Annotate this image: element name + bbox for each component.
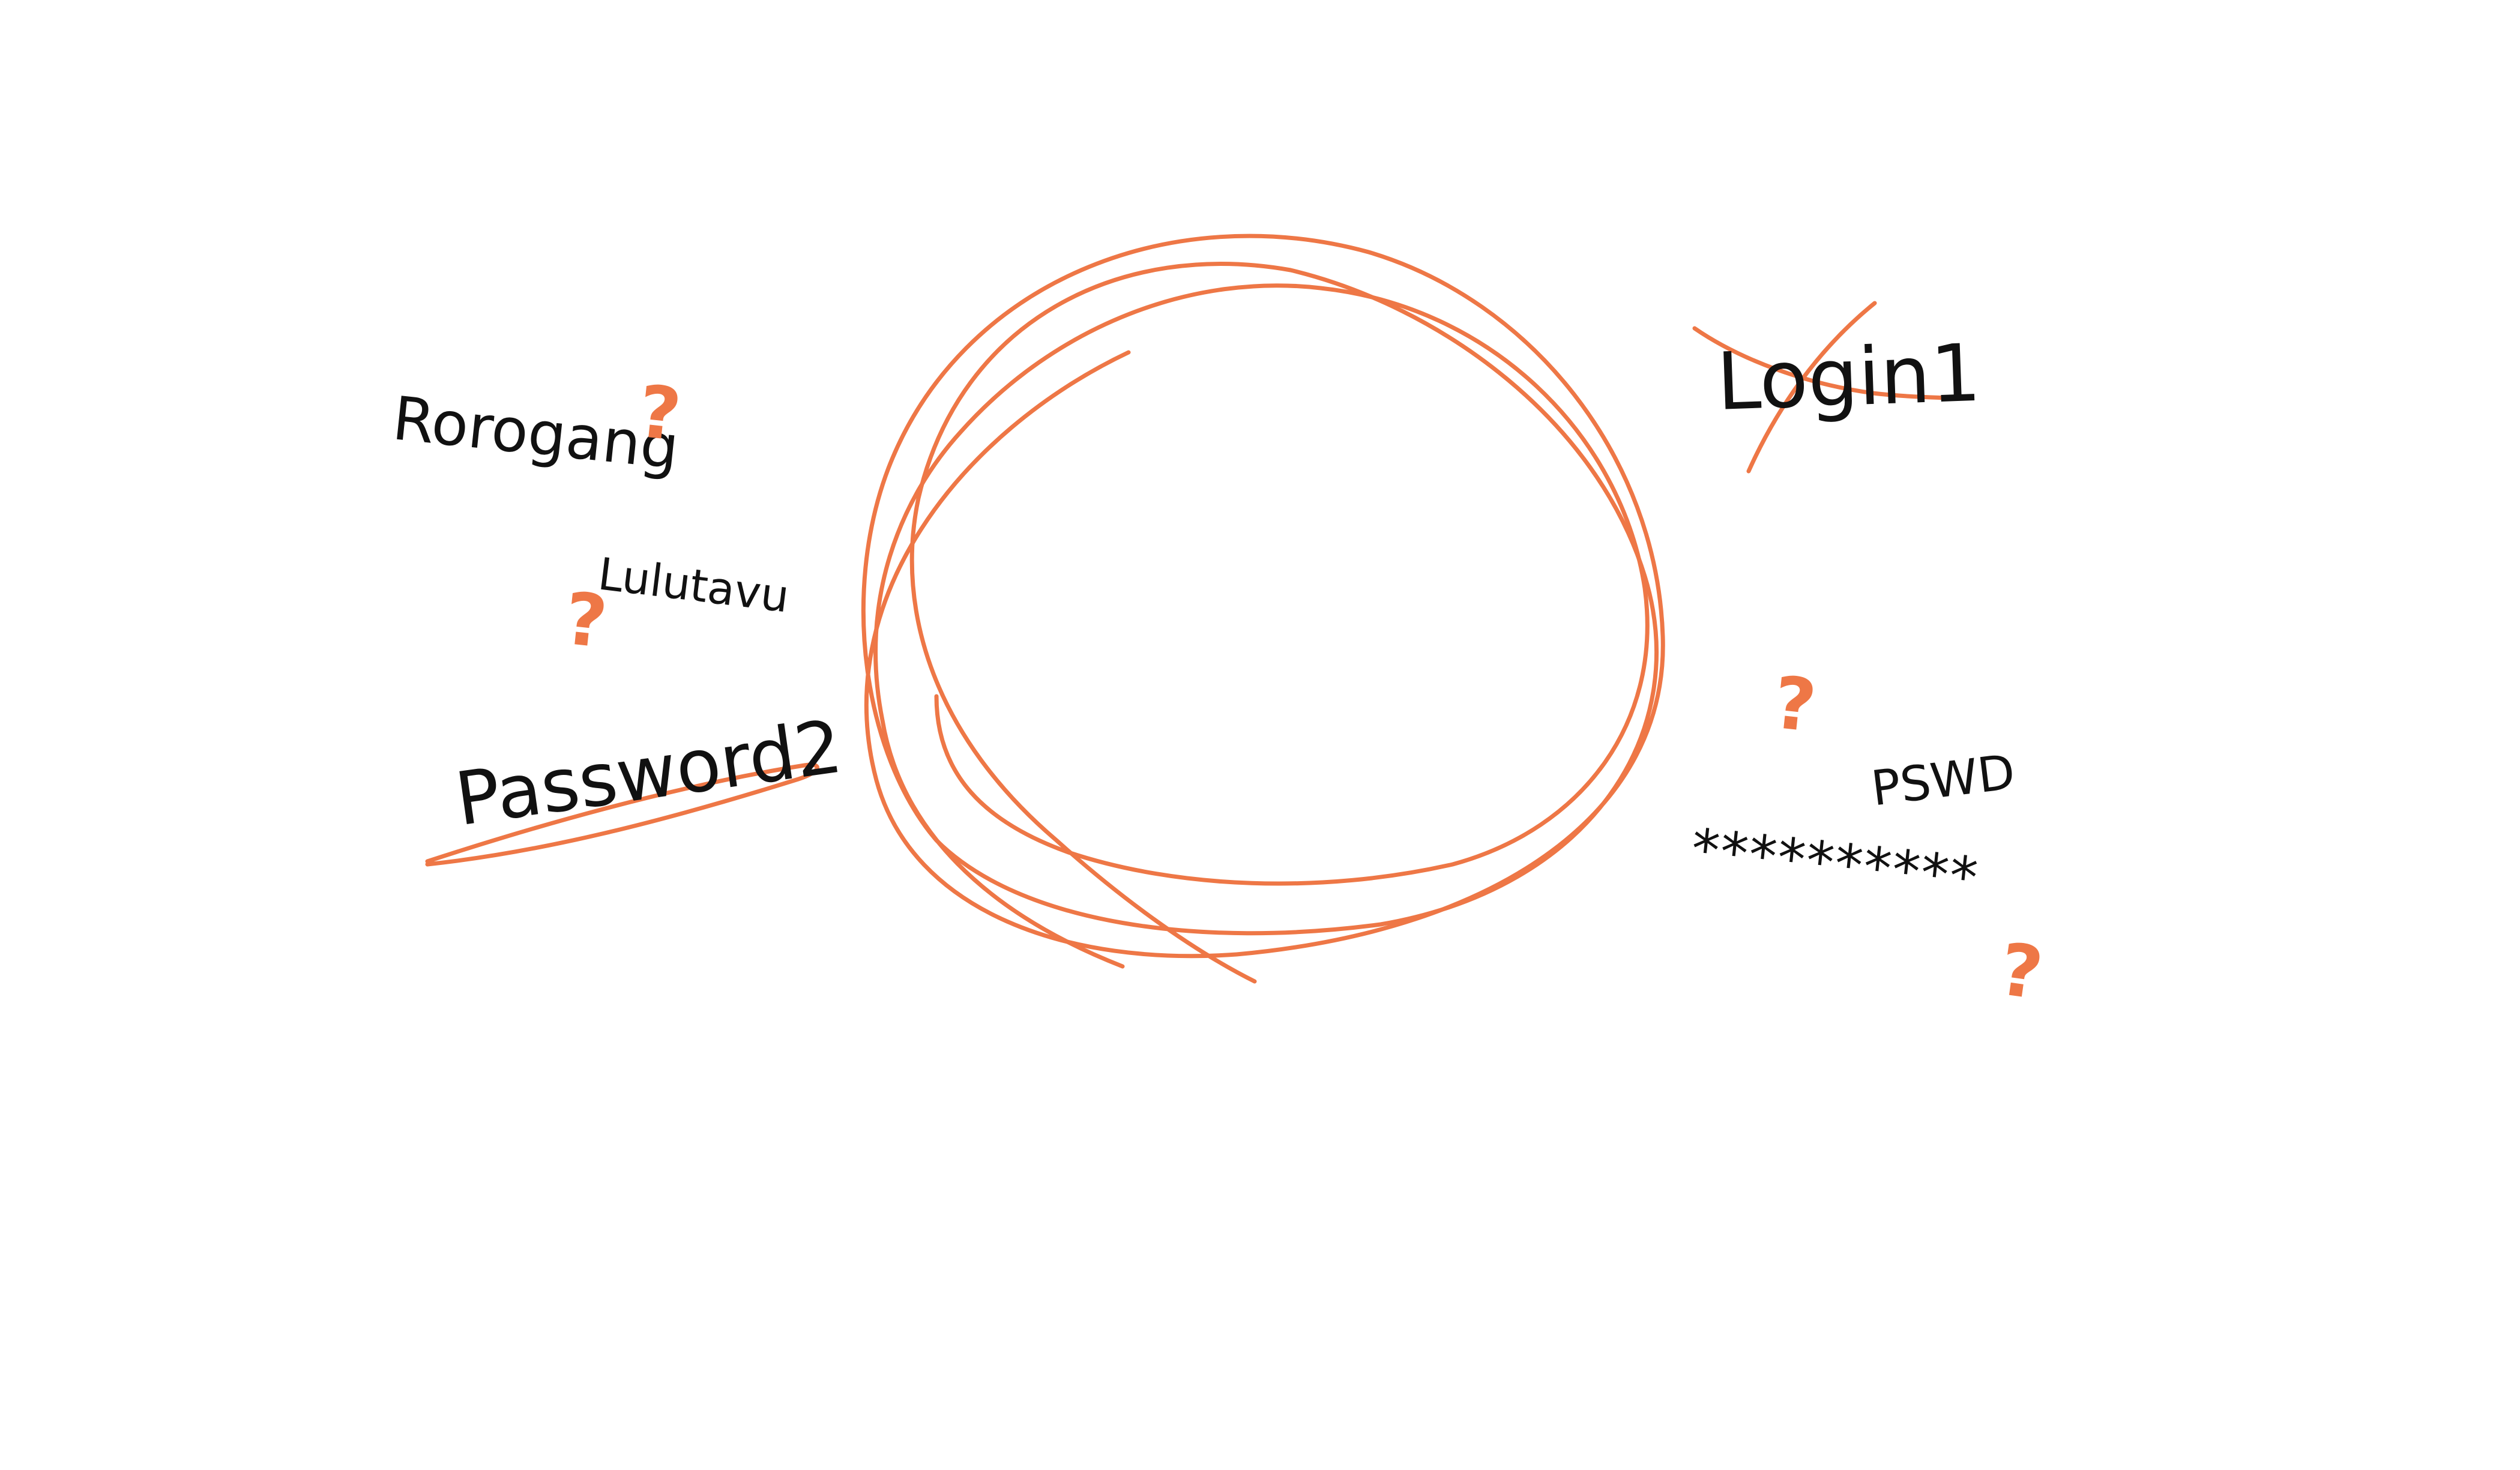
- question-mark-icon: ?: [1769, 661, 1820, 749]
- question-mark-icon: ?: [560, 577, 611, 665]
- scribbled-circle-icon: [873, 283, 1650, 969]
- cross-out-icon: [1692, 326, 1950, 400]
- word-login1: Login1: [1715, 327, 1983, 429]
- strikethrough-icon: [425, 762, 819, 867]
- scribbled-circle-icon: [861, 233, 1665, 984]
- cross-out-icon: [1746, 301, 1877, 474]
- question-mark-icon: ?: [634, 370, 685, 458]
